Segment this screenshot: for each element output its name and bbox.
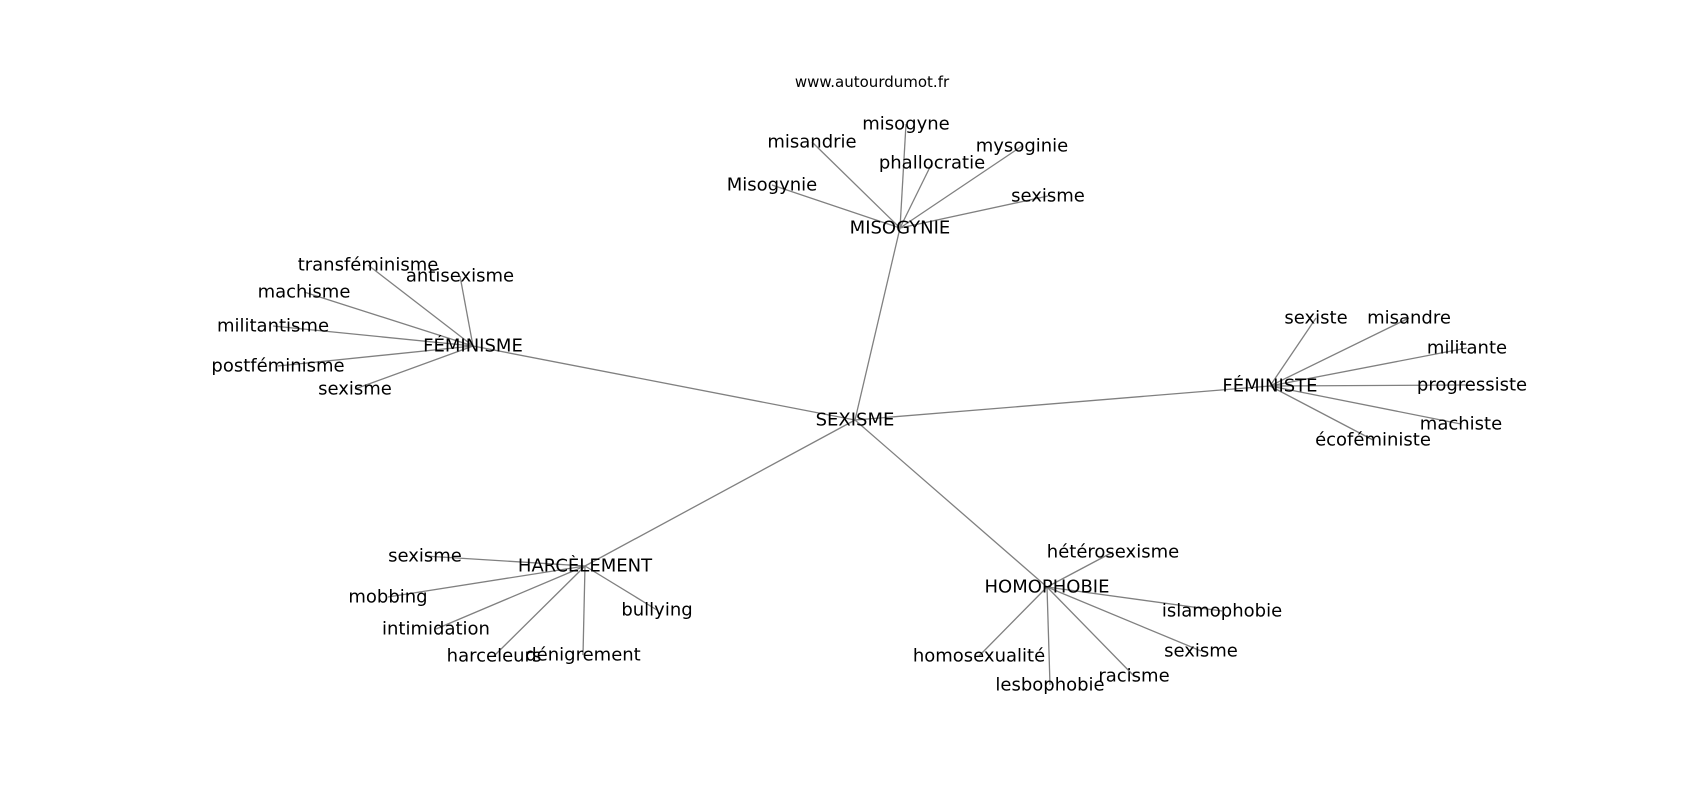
edge-harcelement-mobbing — [387, 565, 586, 598]
edge-feministe-progressiste — [1269, 384, 1473, 387]
leaf-node-misogynie-phallocratie: phallocratie — [879, 153, 985, 174]
leaf-node-homophobie-homosexualite: homosexualité — [913, 646, 1045, 667]
branch-node-homophobie: HOMOPHOBIE — [985, 577, 1110, 598]
branch-node-harcelement: HARCÈLEMENT — [518, 555, 653, 577]
edge-feministe-machiste — [1269, 385, 1462, 425]
leaf-node-harcelement-denigrement: dénigrement — [525, 645, 641, 666]
leaf-node-misogynie-sexisme: sexisme — [1011, 186, 1085, 207]
edges-layer — [272, 123, 1473, 686]
edge-feministe-misandre — [1269, 317, 1410, 387]
edge-root-misogynie — [854, 227, 901, 421]
edge-feminisme-machisme — [303, 291, 474, 347]
edge-homophobie-racisme — [1046, 586, 1135, 677]
leaf-node-harcelement-sexisme: sexisme — [388, 546, 462, 567]
edge-homophobie-lesbophobie — [1046, 586, 1051, 686]
edge-homophobie-homosexualite — [978, 586, 1048, 657]
edge-feministe-militante — [1269, 347, 1468, 387]
leaf-node-harcelement-mobbing: mobbing — [348, 587, 427, 608]
branch-node-feminisme: FÉMINISME — [423, 335, 523, 357]
leaf-node-feminisme-machisme: machisme — [258, 282, 351, 303]
leaf-node-misogynie-misogyne: misogyne — [862, 114, 950, 135]
edge-homophobie-sexisme — [1046, 586, 1202, 652]
leaf-node-homophobie-racisme: racisme — [1098, 666, 1169, 687]
edge-harcelement-intimidation — [435, 565, 586, 630]
leaf-node-feminisme-militantisme: militantisme — [217, 316, 329, 337]
leaf-node-homophobie-lesbophobie: lesbophobie — [995, 675, 1104, 696]
edge-misogynie-misandrie — [811, 141, 901, 229]
leaf-node-feminisme-transfeminisme: transféminisme — [298, 255, 439, 276]
leaf-node-homophobie-sexisme: sexisme — [1164, 641, 1238, 662]
edge-misogynie-misogyne — [899, 123, 907, 229]
edge-misogynie-misogynie — [771, 184, 901, 229]
branch-node-feministe: FÉMINISTE — [1222, 375, 1317, 397]
edge-root-homophobie — [854, 419, 1048, 588]
edge-feministe-ecofeministe — [1269, 385, 1374, 441]
leaf-node-harcelement-bullying: bullying — [621, 600, 692, 621]
leaf-node-homophobie-islamophobie: islamophobie — [1162, 601, 1282, 622]
labels-layer: www.autourdumot.fr SEXISME MISOGYNIE misog… — [211, 73, 1527, 696]
leaf-node-feminisme-postfeminisme: postféminisme — [211, 356, 344, 377]
edge-feminisme-transfeminisme — [367, 264, 474, 347]
edge-feminisme-militantisme — [272, 325, 474, 347]
leaf-node-misogynie-mysoginie: mysoginie — [976, 136, 1069, 157]
root-node-label: SEXISME — [816, 410, 895, 431]
leaf-node-feministe-sexiste: sexiste — [1284, 308, 1347, 329]
edge-harcelement-sexisme — [424, 555, 586, 567]
edge-harcelement-harceleurs — [493, 565, 586, 657]
leaf-node-harcelement-harceleurs: harceleurs — [447, 646, 542, 667]
leaf-node-feministe-progressiste: progressiste — [1417, 375, 1527, 396]
leaf-node-feministe-machiste: machiste — [1420, 414, 1502, 435]
edge-feministe-sexiste — [1269, 317, 1317, 387]
leaf-node-harcelement-intimidation: intimidation — [382, 619, 490, 640]
edge-feminisme-sexisme — [354, 345, 474, 390]
edge-root-harcelement — [584, 419, 856, 567]
edge-misogynie-mysoginie — [899, 145, 1023, 229]
leaf-node-feministe-militante: militante — [1427, 338, 1507, 359]
edge-root-feministe — [854, 385, 1271, 421]
leaf-node-feminisme-antisexisme: antisexisme — [406, 266, 514, 287]
leaf-node-homophobie-heterosexisme: hétérosexisme — [1047, 542, 1179, 563]
source-label: www.autourdumot.fr — [795, 73, 950, 91]
edge-misogynie-sexisme — [899, 195, 1049, 229]
leaf-node-feminisme-sexisme: sexisme — [318, 379, 392, 400]
branch-node-misogynie: MISOGYNIE — [850, 218, 951, 239]
leaf-node-feministe-misandre: misandre — [1367, 308, 1451, 329]
edge-harcelement-denigrement — [582, 565, 586, 656]
edge-homophobie-islamophobie — [1046, 586, 1223, 612]
edge-harcelement-bullying — [584, 565, 658, 611]
edge-feminisme-postfeminisme — [277, 345, 474, 367]
leaf-node-feministe-ecofeministe: écoféministe — [1315, 430, 1431, 451]
leaf-node-misogynie-misandrie: misandrie — [767, 132, 856, 153]
edge-feminisme-antisexisme — [459, 275, 474, 347]
edge-homophobie-heterosexisme — [1046, 551, 1114, 588]
leaf-node-misogynie-misogynie: Misogynie — [727, 175, 817, 196]
edge-root-feminisme — [472, 345, 856, 421]
edge-misogynie-phallocratie — [899, 162, 933, 229]
